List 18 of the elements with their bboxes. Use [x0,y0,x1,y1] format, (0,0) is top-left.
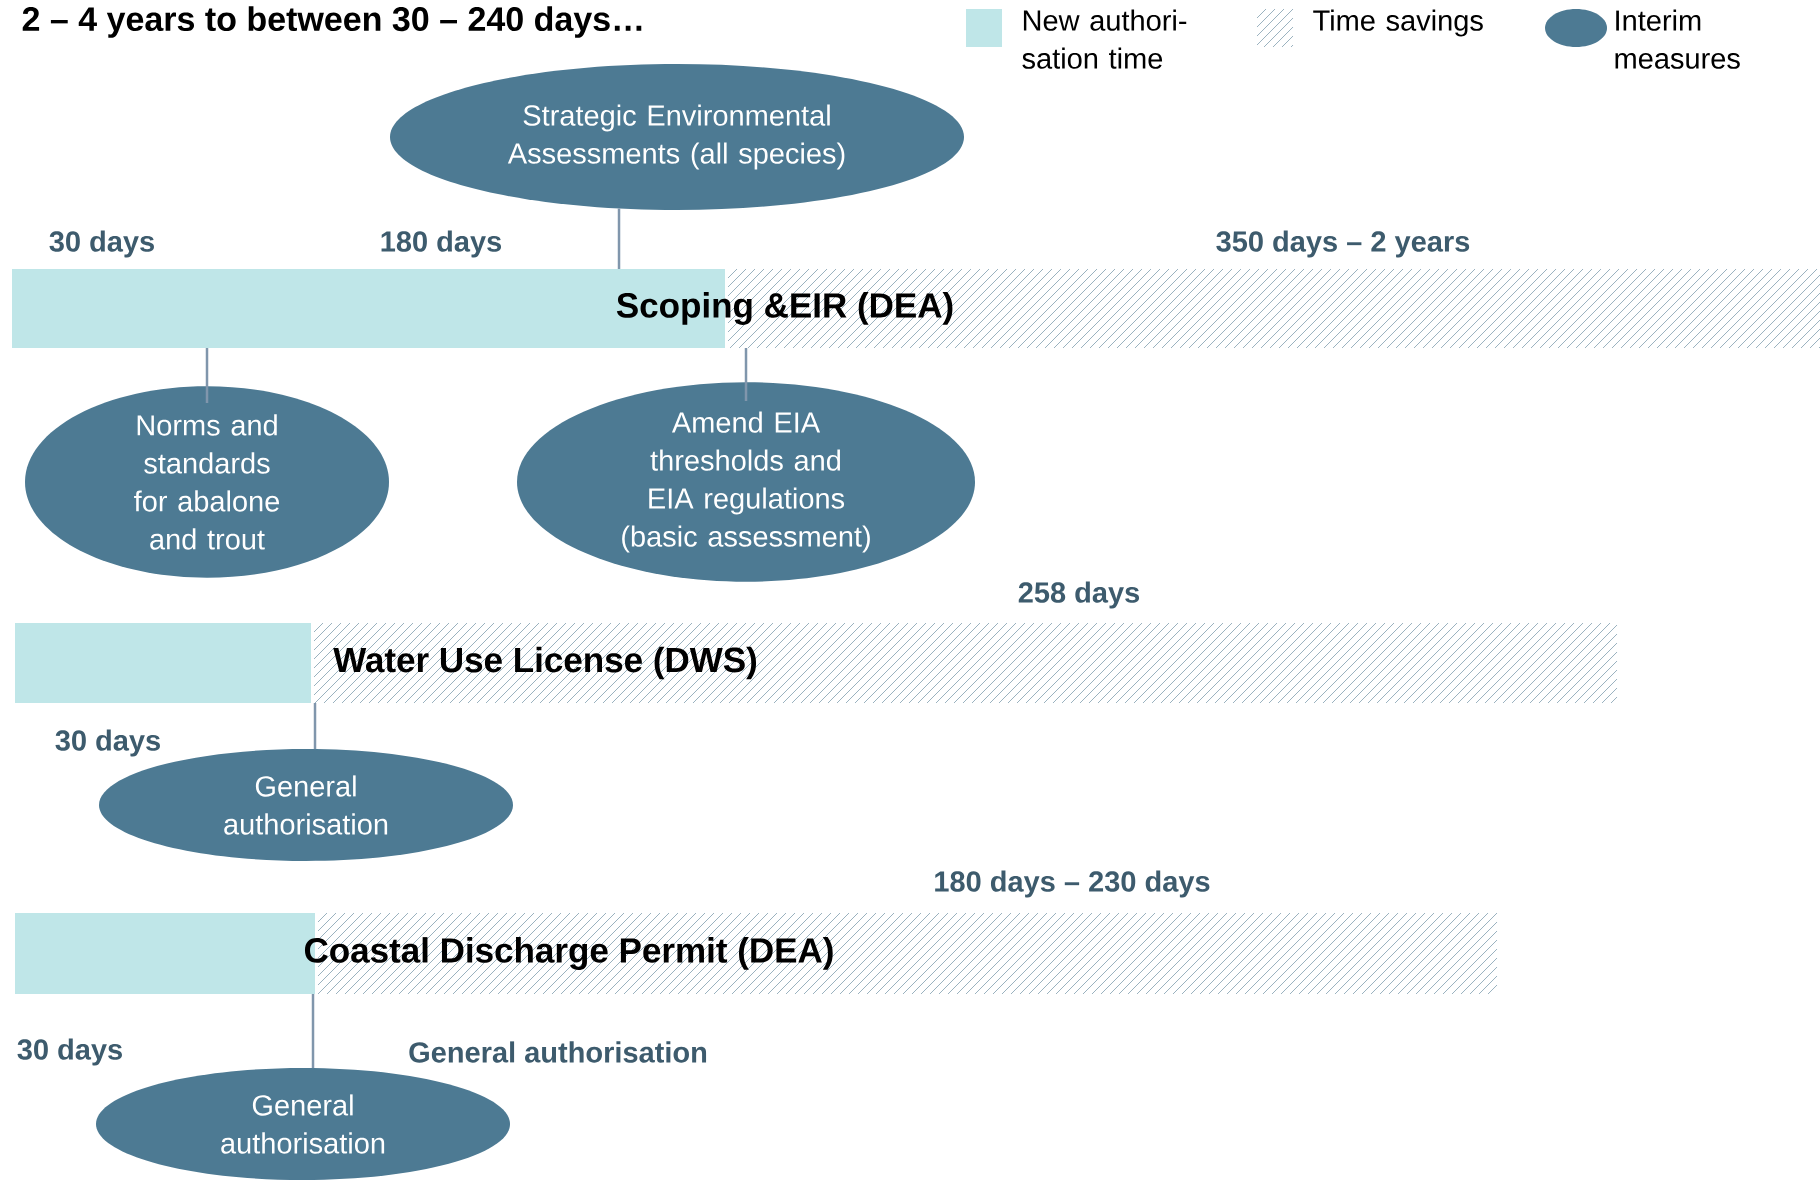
timeline-bar: Coastal Discharge Permit (DEA) [15,912,1498,995]
node-label: Coastal Discharge Permit (DEA) [304,937,833,970]
connector-line [205,348,209,403]
legend-label: Interim measures [1615,9,1740,69]
legend-label: New authori-sation time [1022,9,1187,69]
connector-line [313,703,317,750]
timeline-bar: Water Use License (DWS) [15,622,1618,704]
connector-line [617,208,621,269]
duration-label: General authorisation [409,1041,707,1063]
title: 2 – 4 years to between 30 – 240 days… [22,6,642,38]
connector-line [311,994,315,1069]
node-label: Water Use License (DWS) [333,646,757,680]
duration-label: 258 days [1018,581,1140,609]
legend-label: Time savings [1313,9,1483,37]
timeline-bar: Scoping &EIR (DEA) [12,268,1820,349]
duration-label: 30 days [17,1038,122,1066]
connector-line [744,348,748,401]
duration-label: 180 days [381,230,502,258]
